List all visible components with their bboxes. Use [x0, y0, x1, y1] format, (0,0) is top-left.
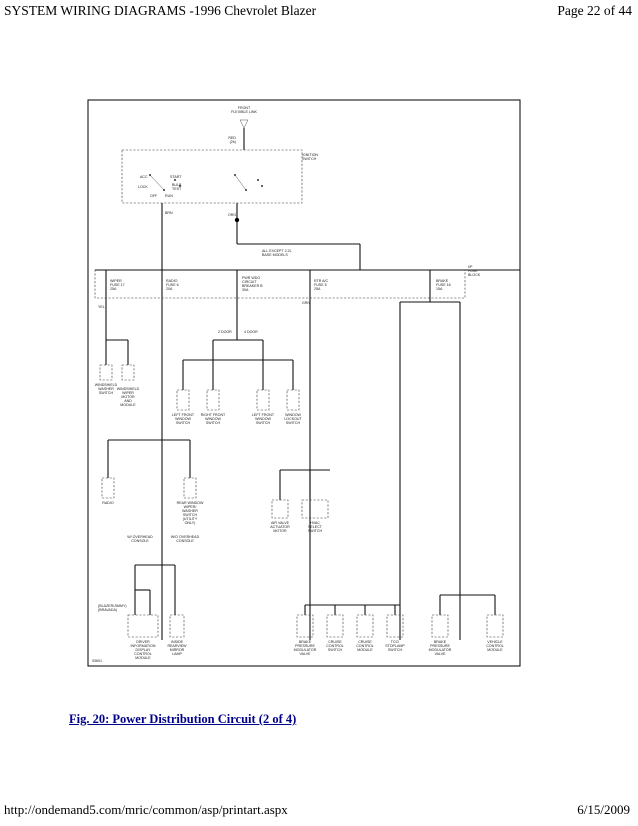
label-blazer: (BLAZER/JIMMY)(BRAVADA) [98, 604, 127, 612]
air-valve-actuator-motor [271, 499, 289, 519]
right-front-window-switch [206, 389, 220, 411]
cruise-control-module [356, 614, 374, 638]
page-number: Page 22 of 44 [557, 3, 632, 18]
left-front-window-switch [176, 389, 190, 411]
wire-red-top: RED(2b) [228, 136, 236, 144]
window-lockout-switch [286, 389, 300, 411]
switch-pos-off: OFF [150, 194, 158, 198]
inside-rearview-mirror-lamp [169, 614, 185, 638]
door-label-4: 4 DOOR [244, 330, 258, 334]
driver-info-display-module [127, 614, 159, 638]
ignition-switch-left-contacts [149, 174, 181, 191]
brake-pressure-modulator-valve-2 [431, 614, 449, 638]
vehicle-control-module [486, 614, 504, 638]
cruise-control-switch [326, 614, 344, 638]
switch-pos-start: START [170, 175, 182, 179]
wire-label-org: ORG [228, 213, 236, 217]
fusible-link [239, 119, 249, 150]
footer-url: http://ondemand5.com/mric/common/asp/pri… [4, 802, 288, 817]
hvac-select-switch [301, 499, 329, 519]
ip-fuse-block-box [94, 269, 466, 299]
left-front-window-switch-4dr [256, 389, 270, 411]
wire-label-grn: GRN [302, 301, 310, 305]
radio-component [101, 477, 115, 499]
wire-label-yel: YEL [98, 305, 105, 309]
document-header-title: SYSTEM WIRING DIAGRAMS -1996 Chevrolet B… [4, 3, 317, 18]
windshield-wiper-motor [121, 364, 135, 381]
diagram-frame [87, 99, 521, 667]
switch-pos-acc: ACC [140, 175, 148, 179]
label-radio: RADIO [102, 501, 114, 505]
brake-pressure-modulator-valve [296, 614, 314, 638]
figure-caption-link[interactable]: Fig. 20: Power Distribution Circuit (2 o… [69, 712, 297, 726]
figure-id: 93601 [92, 659, 102, 663]
windshield-washer-switch [99, 364, 113, 381]
wire-label-brn: BRN [165, 211, 173, 215]
switch-pos-run: RUN [165, 194, 173, 198]
splice [234, 217, 240, 223]
door-label-2: 2 DOOR [218, 330, 232, 334]
ignition-switch-box [121, 149, 303, 204]
footer-date: 6/15/2009 [577, 802, 630, 817]
ignition-switch-right-contacts [234, 174, 263, 191]
rear-window-wiper-switch [183, 477, 197, 499]
tcc-stoplamp-switch [386, 614, 404, 638]
switch-pos-lock: LOCK [138, 185, 148, 189]
